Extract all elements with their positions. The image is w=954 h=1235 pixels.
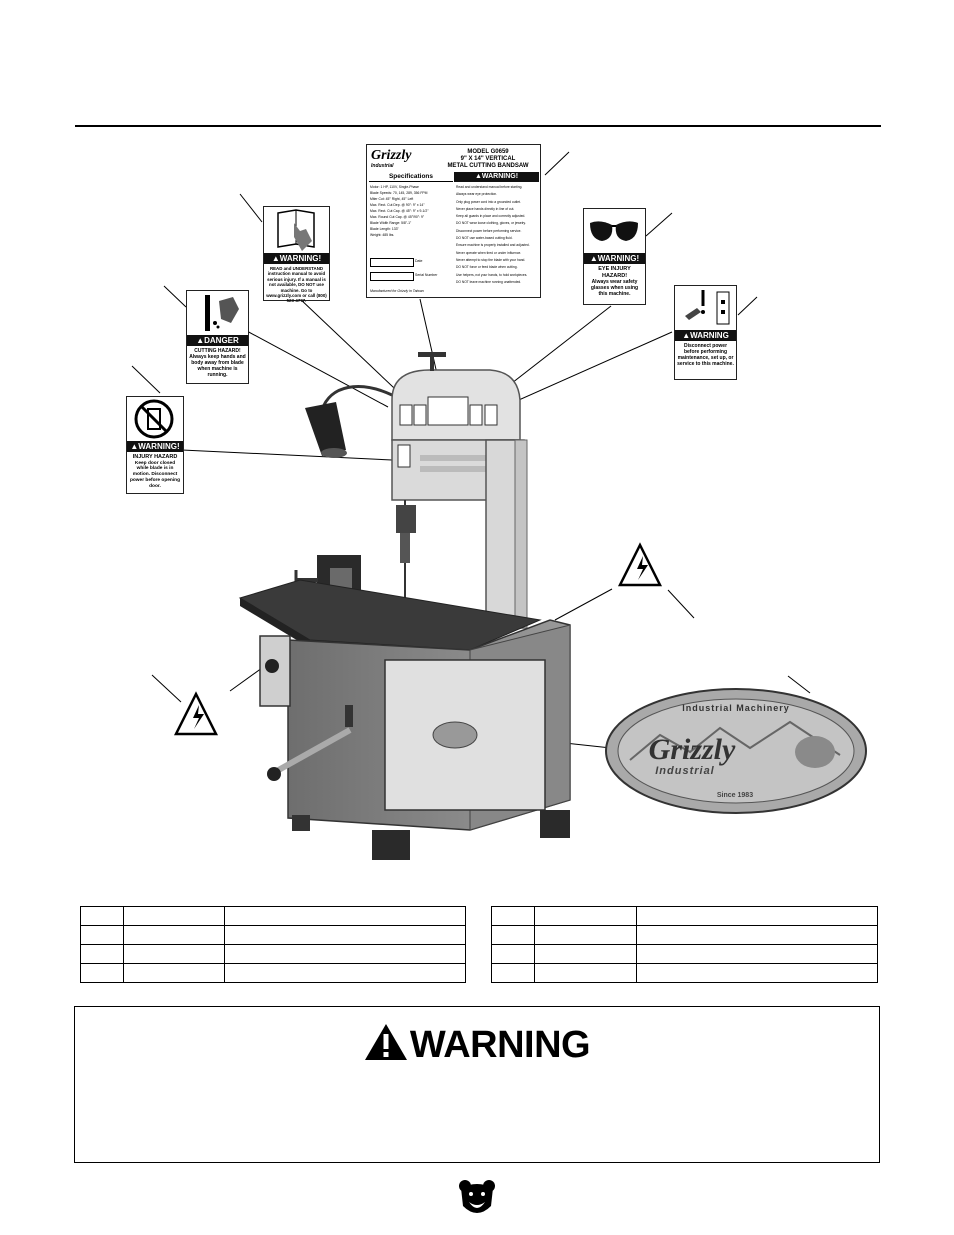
read-manual-decal: ▲WARNING! READ and UNDERSTAND instructio… [263, 206, 330, 303]
spec-item: Max. Round Cut Cap. @ 45°/90°: 9" [370, 215, 425, 219]
header-rule [75, 125, 881, 127]
danger-triangle-icon: ▲ [196, 336, 205, 345]
warning-triangle-icon: ▲ [130, 442, 139, 451]
table-row [491, 906, 878, 926]
spec-warning-item: Never place hands directly in line of cu… [456, 206, 515, 211]
injury-hazard-decal: ▲WARNING! INJURY HAZARD Keep door closed… [126, 396, 184, 494]
spec-warning-item: DO NOT leave machine running unattended. [456, 279, 522, 284]
table-row [491, 963, 878, 983]
spec-item: Weight: 485 lbs. [370, 233, 395, 237]
spec-model: MODEL G0659 [467, 149, 509, 155]
nameplate-top-text: Industrial Machinery [682, 703, 790, 713]
no-open-door-icon [134, 399, 174, 439]
spec-date-label: Date [415, 259, 423, 263]
nameplate-sub: Industrial [655, 765, 715, 777]
spec-item: Miter Cut: 45° Right, 45° Left [370, 197, 414, 201]
parts-table-right [491, 906, 878, 983]
spec-item: Max. Rect. Cut Dep. @ 90°: 9" x 14" [370, 203, 425, 207]
spec-item: Max. Rect. Cut Cap. @ 45°: 9" x 9-1/2" [370, 209, 429, 213]
table-row [80, 963, 466, 983]
grizzly-bear-logo [459, 1180, 495, 1213]
cabinet [259, 619, 571, 860]
table-row [80, 906, 466, 926]
spec-warning-item: Ensure machine is properly installed and… [456, 243, 530, 248]
warning-title: WARNING [409, 1024, 591, 1066]
disconnect-header: WARNING [690, 331, 729, 340]
manual-icon [277, 209, 315, 251]
warning-triangle-icon: ▲ [589, 254, 598, 263]
cutting-header: DANGER [204, 336, 239, 345]
spec-warning-item: Never operate when tired or under influe… [456, 250, 522, 255]
spec-warning-item: Disconnect power before performing servi… [456, 228, 522, 233]
upper-housing [391, 352, 521, 501]
table-row [491, 944, 878, 964]
spec-warning-item: DO NOT force or feed blade when cutting. [456, 265, 518, 270]
nameplate-brand: Grizzly [648, 733, 736, 766]
spec-serial-label: Serial Number [415, 273, 438, 277]
spec-warning-item: Keep all guards in place and correctly a… [456, 214, 526, 219]
spec-warning-item: DO NOT wear loose clothing, gloves, or j… [456, 221, 526, 226]
spec-item: Blade Speeds: 70, 145, 289, 356 FPM [370, 191, 428, 195]
eye-hazard-decal: ▲WARNING! EYE INJURY HAZARD! Always wear… [583, 208, 646, 305]
spec-subtitle-2: METAL CUTTING BANDSAW [447, 163, 529, 169]
safety-glasses-icon [590, 221, 638, 241]
spec-subtitle-1: 9" X 14" VERTICAL [460, 156, 516, 162]
parts-table-left [80, 906, 466, 983]
work-lamp [305, 385, 393, 458]
unplug-icon [685, 290, 730, 325]
nameplate-emblem [605, 688, 867, 814]
door-text: Keep door closed while blade is in motio… [129, 460, 181, 489]
cutting-hand-icon [205, 295, 239, 331]
bandsaw-illustration [131, 151, 867, 860]
spec-made-in: Manufactured for Grizzly in Taiwan [370, 289, 424, 293]
nameplate-bottom-text: Since 1983 [716, 792, 754, 799]
spec-header: Specifications [369, 173, 453, 182]
warning-box: WARNING [74, 1006, 880, 1163]
spec-item: Motor: 1 HP, 110V, Single-Phase [370, 185, 419, 189]
electrical-hazard-icon-2 [173, 691, 219, 736]
disconnect-text: Disconnect power before performing maint… [677, 343, 734, 367]
disconnect-power-decal: ▲WARNING Disconnect power before perform… [674, 285, 737, 380]
electrical-hazard-icon [617, 542, 663, 587]
eye-text: Always wear safety glasses when using th… [590, 279, 639, 297]
spec-warning-icon: ▲ [474, 173, 482, 180]
spec-brand-sub: Industrial [371, 163, 394, 169]
cutting-hazard-decal: ▲DANGER CUTTING HAZARD! Always keep hand… [186, 290, 249, 384]
read-manual-header: WARNING! [279, 254, 322, 263]
table-row [80, 944, 466, 964]
spec-warning-item: Read and understand manual before starti… [456, 185, 523, 189]
read-manual-text: READ and UNDERSTAND instruction manual t… [266, 266, 327, 304]
table-row [491, 925, 878, 945]
warning-triangle-icon: ▲ [271, 254, 280, 263]
spec-item: Blade Length: 133" [370, 227, 399, 231]
table-row [80, 925, 466, 945]
eye-header: WARNING! [597, 254, 640, 263]
spec-brand: Grizzly [371, 148, 412, 163]
warning-triangle-icon: ▲ [682, 331, 691, 340]
warning-triangle-icon [364, 1024, 407, 1060]
door-title: INJURY HAZARD [132, 454, 178, 460]
cutting-text: CUTTING HAZARD! Always keep hands and bo… [189, 348, 246, 378]
spec-item: Blade Width Range: 5/8"-1" [370, 221, 412, 225]
spec-decal: Grizzly Industrial MODEL G0659 9" X 14" … [366, 144, 541, 298]
spec-warning-item: Use helpers, not your hands, to hold wor… [456, 272, 528, 277]
spec-warning-item: Never attempt to stop the blade with you… [456, 257, 526, 262]
eye-title: EYE INJURY HAZARD! [598, 266, 631, 279]
spec-warning-header: WARNING! [481, 173, 519, 180]
work-table [238, 579, 542, 651]
door-header: WARNING! [138, 442, 180, 451]
spec-warning-item: DO NOT use water-based cutting fluid. [456, 236, 513, 241]
spec-warning-item: Only plug power cord into a grounded out… [456, 199, 521, 204]
spec-warning-item: Always wear eye protection. [456, 192, 498, 197]
